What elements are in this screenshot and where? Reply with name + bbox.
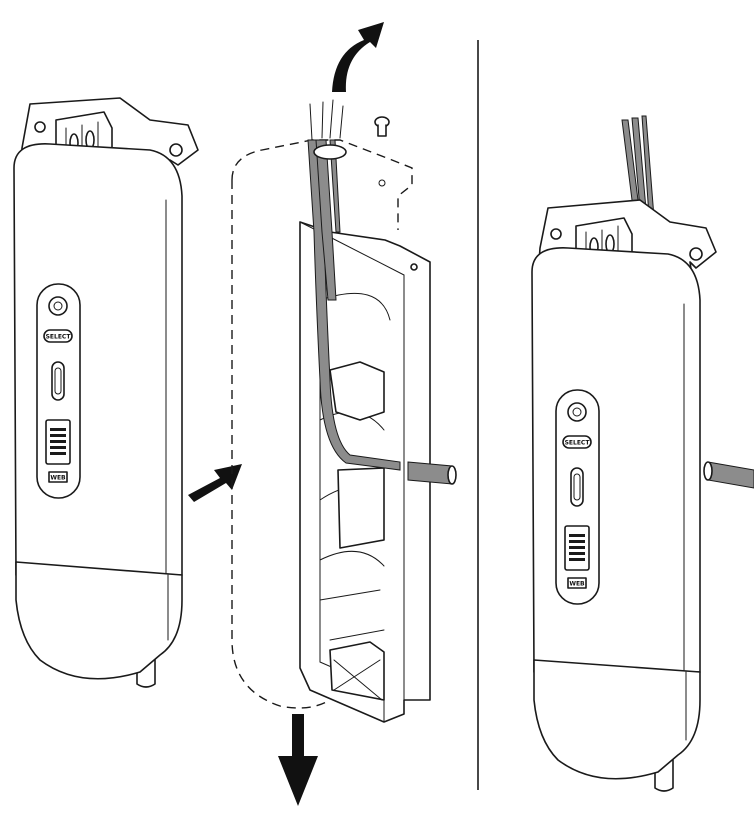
left-control-panel: SELECT WEB: [36, 283, 81, 499]
cable-bundle: [307, 139, 401, 471]
right-logo-label: WEB: [569, 581, 585, 588]
left-logo-label: WEB: [50, 475, 66, 482]
left-unit: SELECT WEB: [13, 97, 199, 688]
middle-open-base: [231, 99, 457, 723]
rotate-up-arrow-icon: [332, 22, 384, 92]
right-unit: SELECT WEB: [531, 115, 754, 792]
insert-arrow-icon: [188, 464, 242, 502]
right-select-label: SELECT: [565, 440, 591, 447]
screw-icon: [374, 116, 390, 137]
right-control-panel: SELECT WEB: [555, 389, 600, 605]
left-select-label: SELECT: [46, 334, 72, 341]
pull-down-arrow-icon: [278, 714, 318, 806]
